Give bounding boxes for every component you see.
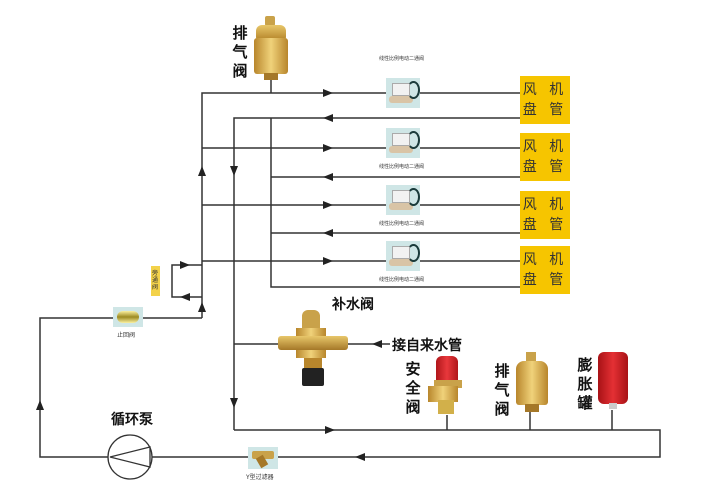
air-vent-top-label: 排气阀 xyxy=(232,24,248,80)
arrow-left xyxy=(323,114,333,122)
return-riser xyxy=(270,118,520,288)
y-strainer xyxy=(248,447,278,469)
air-vent-bottom-label: 排气阀 xyxy=(494,362,510,418)
two-way-valve-caption-2: 线性比例电动二通阀 xyxy=(379,164,425,170)
arrow-down xyxy=(230,398,238,408)
two-way-valve-4 xyxy=(386,241,420,271)
arrow-up xyxy=(198,302,206,312)
two-way-valve-caption-3: 线性比例电动二通阀 xyxy=(379,221,425,227)
return-header xyxy=(233,117,520,430)
make-up-valve-label: 补水阀 xyxy=(332,297,374,313)
arrow-right xyxy=(323,144,333,152)
fan-coil-unit-3: 风 机 盘 管 xyxy=(520,191,570,239)
two-way-valve-caption-4: 线性比例电动二通阀 xyxy=(379,277,425,283)
arrow-up xyxy=(36,400,44,410)
make-up-valve xyxy=(278,310,348,388)
fan-coil-label-line1: 风 机 xyxy=(522,82,568,98)
bypass-line xyxy=(171,264,202,298)
check-valve-label: 止回阀 xyxy=(117,332,136,339)
arrow-left xyxy=(355,453,365,461)
fan-coil-unit-4: 风 机 盘 管 xyxy=(520,246,570,294)
arrow-right xyxy=(325,426,335,434)
arrow-right xyxy=(323,89,333,97)
two-way-valve-1 xyxy=(386,78,420,108)
fan-coil-label-line1: 风 机 xyxy=(522,197,568,213)
air-vent-bottom xyxy=(514,352,550,414)
two-way-valve-2 xyxy=(386,128,420,158)
fan-coil-label-line2: 盘 管 xyxy=(522,217,568,233)
circulation-pump-label: 循环泵 xyxy=(111,412,153,428)
fan-coil-unit-2: 风 机 盘 管 xyxy=(520,133,570,181)
bypass-valve xyxy=(151,266,160,296)
two-way-valve-3 xyxy=(386,185,420,215)
bottom-return-line xyxy=(39,317,661,458)
expansion-tank-label: 膨胀罐 xyxy=(577,356,593,412)
fan-coil-label-line2: 盘 管 xyxy=(522,272,568,288)
arrow-left xyxy=(180,293,190,301)
air-vent-top xyxy=(252,16,290,82)
arrow-up xyxy=(198,166,206,176)
arrow-left xyxy=(323,173,333,181)
safety-valve xyxy=(426,356,468,416)
fan-coil-label-line1: 风 机 xyxy=(522,139,568,155)
y-strainer-label: Y型过滤器 xyxy=(246,474,274,481)
two-way-valve-caption-1: 线性比例电动二通阀 xyxy=(379,56,425,62)
safety-valve-label: 安全阀 xyxy=(405,360,421,416)
fan-coil-unit-1: 风 机 盘 管 xyxy=(520,76,570,124)
arrow-down xyxy=(230,166,238,176)
arrow-left xyxy=(372,340,382,348)
bypass-valve-label: 旁通阀 xyxy=(152,270,159,291)
fan-coil-label-line1: 风 机 xyxy=(522,252,568,268)
check-valve xyxy=(113,307,143,327)
fan-coil-label-line2: 盘 管 xyxy=(522,159,568,175)
arrow-right xyxy=(180,261,190,269)
circulation-pump-symbol xyxy=(107,434,153,480)
expansion-tank xyxy=(598,350,628,410)
tap-water-inlet-label: 接自来水管 xyxy=(392,338,462,354)
arrow-right xyxy=(323,201,333,209)
arrow-right xyxy=(323,257,333,265)
fan-coil-label-line2: 盘 管 xyxy=(522,102,568,118)
arrow-left xyxy=(323,229,333,237)
